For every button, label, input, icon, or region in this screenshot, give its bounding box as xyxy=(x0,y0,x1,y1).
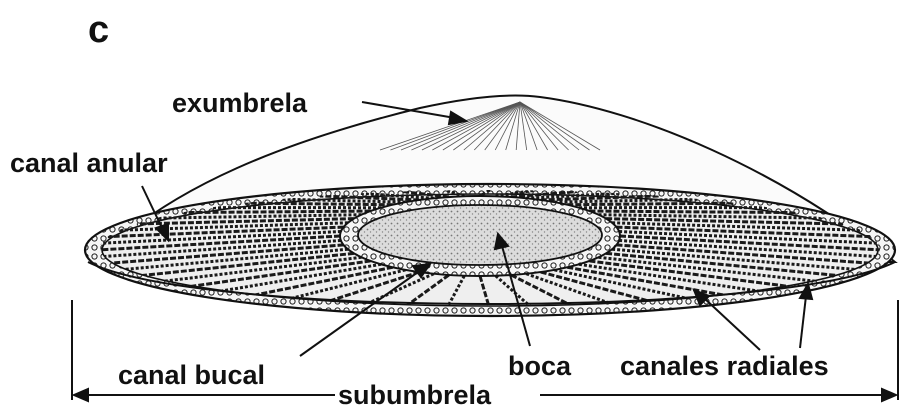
leader-canales-radiales-1 xyxy=(704,298,760,350)
label-subumbrela: subumbrela xyxy=(338,380,492,409)
label-canal-bucal: canal bucal xyxy=(118,360,265,390)
bracket-right-arrow xyxy=(882,389,896,401)
label-canal-anular: canal anular xyxy=(10,148,168,178)
panel-letter: c xyxy=(88,9,109,51)
bracket-left-arrow xyxy=(74,389,88,401)
leader-canales-radiales-2 xyxy=(800,296,806,348)
label-boca: boca xyxy=(508,351,572,381)
boca-center xyxy=(358,205,602,265)
label-canales-radiales: canales radiales xyxy=(620,351,829,381)
label-exumbrela: exumbrela xyxy=(172,88,308,118)
